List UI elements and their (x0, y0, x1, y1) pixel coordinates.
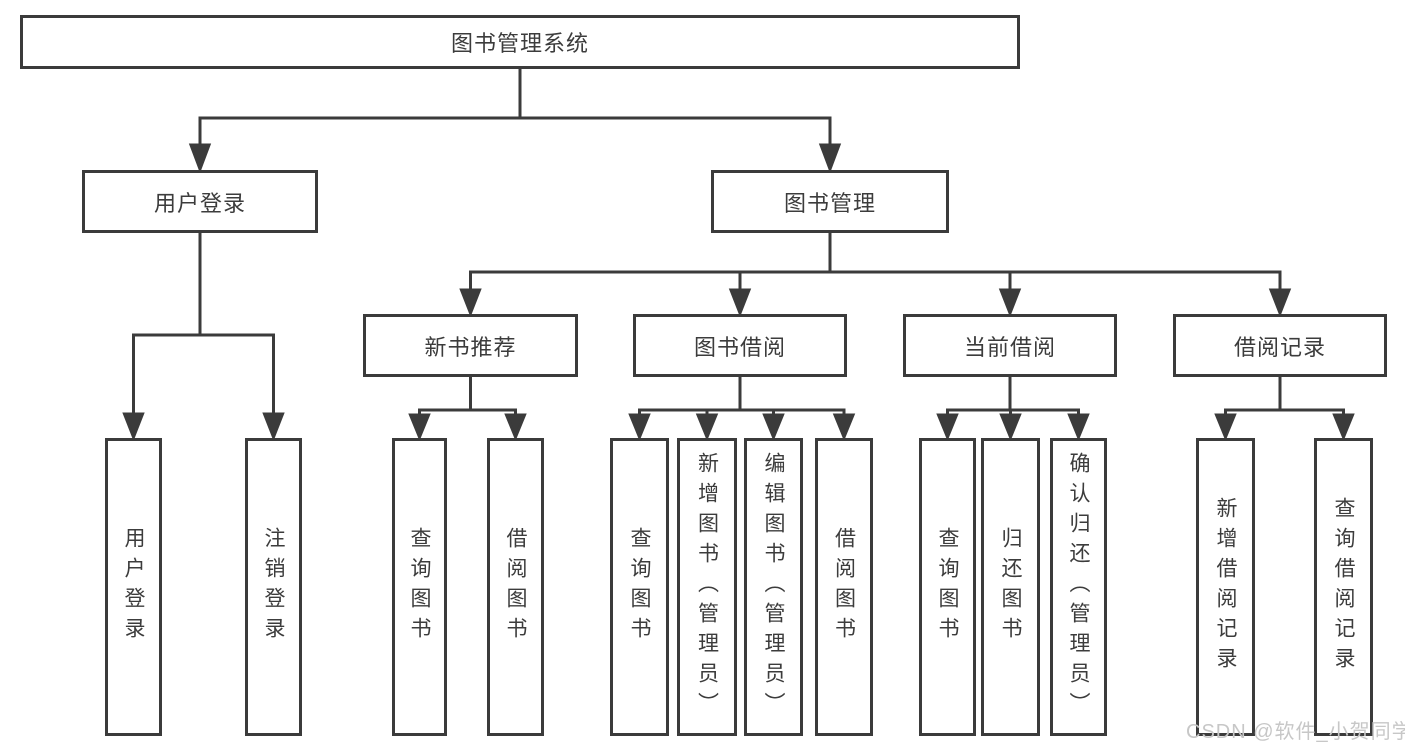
csdn-watermark: CSDN @软件_小贺同学 (1186, 721, 1405, 743)
connector-book-borrow-children (628, 376, 856, 441)
leaf-confirm-return-admin: 确认归还（管理员） (1050, 438, 1107, 736)
arrow-down-icon (832, 413, 856, 441)
leaf-borrow-books-recommend: 借阅图书 (487, 438, 544, 736)
leaf-label: 新增图书（管理员） (695, 452, 719, 722)
leaf-add-borrow-record: 新增借阅记录 (1196, 438, 1255, 736)
node-library-system: 图书管理系统 (20, 15, 1020, 69)
leaf-user-login: 用户登录 (105, 438, 162, 736)
arrow-down-icon (999, 413, 1022, 441)
arrow-down-icon (762, 413, 785, 441)
node-label: 新书推荐 (424, 334, 517, 360)
node-label: 用户登录 (153, 190, 246, 216)
arrow-down-icon (1268, 288, 1292, 318)
node-user-login: 用户登录 (82, 170, 318, 233)
leaf-query-books-recommend: 查询图书 (392, 438, 447, 736)
connector-user-login-children (122, 232, 285, 442)
connector-new-book-children (408, 376, 527, 441)
leaf-label: 查询图书 (628, 527, 651, 647)
connector-borrow-record-children (1214, 376, 1355, 441)
leaf-label: 查询图书 (936, 527, 959, 647)
leaf-label: 查询借阅记录 (1332, 497, 1355, 677)
arrow-down-icon (504, 413, 527, 441)
leaf-borrow-books: 借阅图书 (815, 438, 873, 736)
leaf-label: 新增借阅记录 (1214, 497, 1237, 677)
arrow-down-icon (188, 143, 212, 174)
arrow-down-icon (459, 288, 482, 318)
leaf-label: 注销登录 (262, 527, 285, 647)
leaf-edit-book-admin: 编辑图书（管理员） (744, 438, 803, 736)
arrow-down-icon (1332, 413, 1355, 441)
arrow-down-icon (998, 288, 1022, 318)
leaf-label: 借阅图书 (832, 527, 856, 647)
arrow-down-icon (122, 412, 145, 442)
node-new-book-recommend: 新书推荐 (363, 314, 578, 377)
arrow-down-icon (818, 143, 842, 174)
leaf-label: 编辑图书（管理员） (762, 452, 785, 722)
node-label: 借阅记录 (1233, 334, 1326, 360)
node-book-borrow: 图书借阅 (633, 314, 847, 377)
arrow-down-icon (628, 413, 651, 441)
leaf-query-books-borrow: 查询图书 (610, 438, 669, 736)
leaf-add-book-admin: 新增图书（管理员） (677, 438, 737, 736)
leaf-label: 归还图书 (999, 527, 1022, 647)
connector-book-management-children (459, 232, 1292, 318)
node-label: 图书管理 (783, 190, 876, 216)
leaf-label: 用户登录 (122, 527, 145, 647)
arrow-down-icon (936, 413, 959, 441)
node-borrow-records: 借阅记录 (1173, 314, 1387, 377)
arrow-down-icon (408, 413, 431, 441)
leaf-query-books-current: 查询图书 (919, 438, 976, 736)
leaf-label: 确认归还（管理员） (1067, 452, 1090, 722)
connector-root-to-branches (188, 69, 842, 174)
arrow-down-icon (262, 412, 285, 442)
leaf-label: 借阅图书 (504, 527, 527, 647)
arrow-down-icon (728, 288, 752, 318)
leaf-query-borrow-record: 查询借阅记录 (1314, 438, 1373, 736)
arrow-down-icon (1067, 413, 1090, 441)
leaf-return-book: 归还图书 (981, 438, 1040, 736)
connector-current-borrow-children (936, 376, 1090, 441)
leaf-logout: 注销登录 (245, 438, 302, 736)
node-book-management: 图书管理 (711, 170, 949, 233)
node-label: 当前借阅 (963, 334, 1056, 360)
arrow-down-icon (695, 413, 719, 441)
node-label: 图书管理系统 (450, 31, 589, 56)
node-current-borrow: 当前借阅 (903, 314, 1117, 377)
node-label: 图书借阅 (693, 334, 786, 360)
leaf-label: 查询图书 (408, 527, 431, 647)
arrow-down-icon (1214, 413, 1237, 441)
